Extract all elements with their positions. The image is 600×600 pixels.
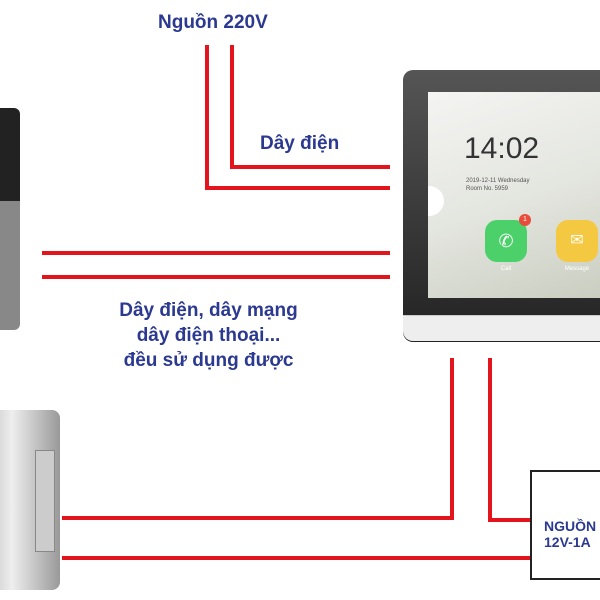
power-wire-1 — [205, 45, 390, 190]
psu-label: NGUỒN — [544, 518, 597, 534]
monitor-bezel — [403, 315, 600, 341]
lock-bolt — [35, 450, 55, 552]
power-220-label: Nguồn 220V — [158, 12, 268, 33]
power-wire-2 — [230, 45, 390, 169]
envelope-icon[interactable]: ✉ — [556, 220, 598, 262]
cable-note-line: dây điện thoại... — [136, 325, 281, 346]
outdoor-station — [0, 108, 20, 330]
clock: 14:02 — [464, 132, 540, 165]
phone-icon[interactable]: ✆ 1 — [485, 214, 531, 262]
power-supply-box: NGUỒN 12V-1A — [530, 470, 600, 580]
side-tab-icon[interactable] — [428, 186, 444, 216]
electric-lock — [0, 410, 60, 590]
call-badge: 1 — [519, 214, 531, 226]
psu-wire — [488, 358, 530, 522]
lock-wire-1 — [62, 358, 454, 520]
cable-note: Dây điện, dây mạng dây điện thoại... đều… — [96, 298, 321, 373]
date: 2019-12-11 Wednesday — [466, 178, 530, 184]
cable-note-line: Dây điện, dây mạng — [119, 300, 298, 321]
message-label: Message — [564, 266, 590, 272]
cable-note-line: đều sử dụng được — [123, 350, 294, 371]
room-number: Room No. 5959 — [466, 186, 509, 192]
wire-label: Dây điện — [260, 133, 340, 154]
psu-rating: 12V-1A — [544, 534, 591, 550]
call-label: Call — [500, 266, 512, 272]
